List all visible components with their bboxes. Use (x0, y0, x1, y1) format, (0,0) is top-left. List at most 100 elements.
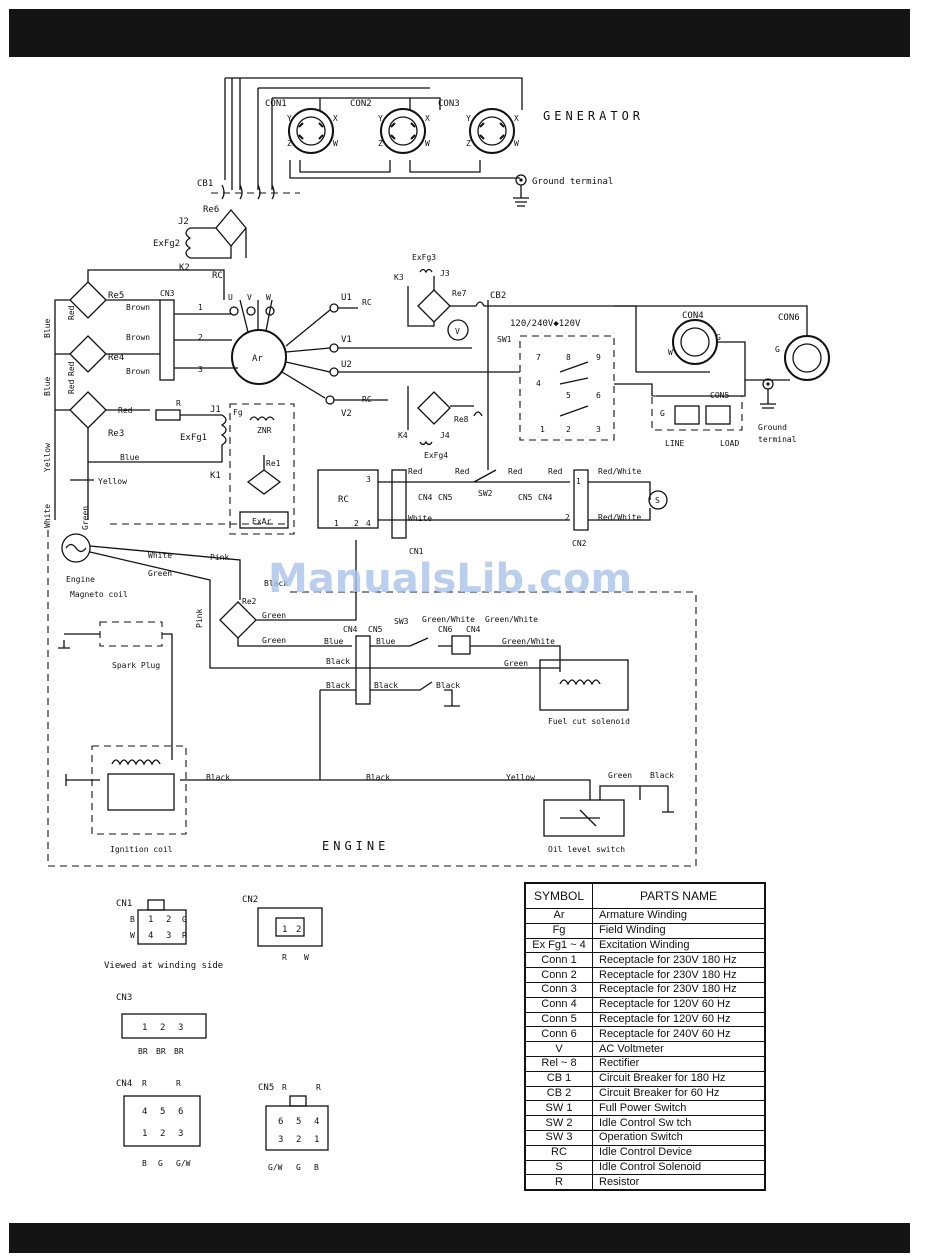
cn1-side-g: G (182, 915, 187, 924)
symbol-header: SYMBOL (524, 882, 593, 909)
con4-receptacle (672, 319, 718, 365)
con2-y: Y (378, 114, 383, 123)
sw1-switch[interactable] (519, 335, 615, 441)
cn3-d-pin3: 3 (178, 1023, 183, 1033)
magneto-line2: Magneto coil (70, 590, 128, 599)
con1-x: X (333, 114, 338, 123)
wire-brown-3: Brown (126, 367, 150, 376)
cn2-drawing-label: CN2 (242, 895, 258, 905)
re5-label: Re5 (108, 291, 124, 301)
fuel-cut-solenoid (539, 659, 629, 711)
wire-black-re2: Black (326, 657, 350, 666)
con4-label: CON4 (682, 311, 704, 321)
rc-idle-control (317, 469, 379, 529)
wire-green-mag: Green (148, 569, 172, 578)
cn1-caption: Viewed at winding side (104, 961, 223, 971)
symbol-cell: Ex Fg1 ~ 4 (524, 937, 593, 954)
parts-name-cell: Idle Control Device (592, 1144, 766, 1161)
cn4-top-r2: R (176, 1079, 181, 1088)
cn5-bottom-gw: G/W (268, 1163, 283, 1172)
oil-level-switch (543, 799, 625, 837)
wire-green-white-c: Green/White (502, 637, 555, 646)
cn4-d-pin4: 4 (142, 1107, 147, 1117)
ignition-coil-label: Ignition coil (110, 845, 173, 854)
symbol-cell: SW 3 (524, 1129, 593, 1146)
voltmeter-v: V (455, 327, 460, 336)
con6-label: CON6 (778, 313, 800, 323)
parts-name-cell: AC Voltmeter (592, 1041, 766, 1057)
cn1-drawing-label: CN1 (116, 899, 132, 909)
wire-red-r: Red (118, 406, 133, 415)
symbol-cell: V (524, 1041, 593, 1057)
parts-name-cell: Receptacle for 120V 60 Hz (592, 996, 766, 1013)
parts-name-cell: Receptacle for 120V 60 Hz (592, 1011, 766, 1028)
generator-label: GENERATOR (543, 109, 644, 123)
svg-text:2: 2 (566, 425, 571, 434)
re1-label: Re1 (266, 459, 281, 468)
parts-name-cell: Circuit Breaker for 60 Hz (592, 1085, 766, 1102)
cn5-d-pin5: 5 (296, 1117, 301, 1127)
cn5-drawing-label: CN5 (258, 1083, 274, 1093)
magneto-coil (61, 533, 91, 563)
wire-pink: Pink (210, 553, 229, 562)
symbol-cell: Rel ~ 8 (524, 1055, 593, 1072)
wire-black-ign: Black (206, 773, 230, 782)
wire-green-re2: Green (262, 611, 286, 620)
k2-label: K2 (179, 263, 190, 273)
idle-solenoid (648, 490, 668, 510)
cn4-bottom-gw: G/W (176, 1159, 191, 1168)
cn1-side-b: B (130, 915, 135, 924)
magneto-line1: Engine (66, 575, 95, 584)
svg-text:9: 9 (596, 353, 601, 362)
wire-green-a: Green (81, 506, 90, 530)
cn5-d-pin2: 2 (296, 1135, 301, 1145)
wire-red-cn4: Red (548, 467, 563, 476)
wire-blue-b: Blue (43, 377, 52, 396)
cn3-bottom-3: BR (174, 1047, 184, 1056)
wire-white-rc: White (408, 514, 432, 523)
con2-x: X (425, 114, 430, 123)
wire-black-a: Black (326, 681, 350, 690)
parts-name-cell: Rectifier (592, 1055, 766, 1072)
j4-label: J4 (440, 431, 450, 440)
parts-name-cell: Idle Control Sw tch (592, 1115, 766, 1131)
exfg3-label: ExFg3 (412, 253, 436, 262)
znr-label: ZNR (257, 426, 272, 435)
wire-red-re5: Red (67, 305, 76, 320)
wire-black-oil: Black (650, 771, 674, 780)
symbol-cell: Ar (524, 908, 593, 924)
sw1-rating: 120/240V◆120V (510, 319, 581, 329)
wire-yellow-a: Yellow (43, 443, 52, 472)
engine-label: ENGINE (322, 839, 389, 853)
cn5-mid-label: CN5 (518, 493, 533, 502)
con1-y: Y (287, 114, 292, 123)
wire-yellow-oil: Yellow (506, 773, 535, 782)
cn2-bottom-r: R (282, 953, 287, 962)
cn5-bottom-g: G (296, 1163, 301, 1172)
wire-white-mag: White (148, 551, 172, 560)
wire-white-a: White (43, 504, 52, 528)
cn4-d-pin1: 1 (142, 1129, 147, 1139)
v2-label: V2 (341, 409, 352, 419)
con3-y: Y (466, 114, 471, 123)
con1-z: Z (287, 139, 292, 148)
cn1-pin-1: 1 (148, 915, 153, 925)
exar-label: ExAr (252, 517, 271, 526)
exfg4-label: ExFg4 (424, 451, 448, 460)
parts-name-cell: Receptacle for 240V 60 Hz (592, 1026, 766, 1043)
cn4-drawing-label: CN4 (116, 1079, 132, 1089)
svg-text:3: 3 (596, 425, 601, 434)
re8-label: Re8 (454, 415, 469, 424)
cn3-bottom-1: BR (138, 1047, 148, 1056)
s-label: S (655, 496, 660, 505)
